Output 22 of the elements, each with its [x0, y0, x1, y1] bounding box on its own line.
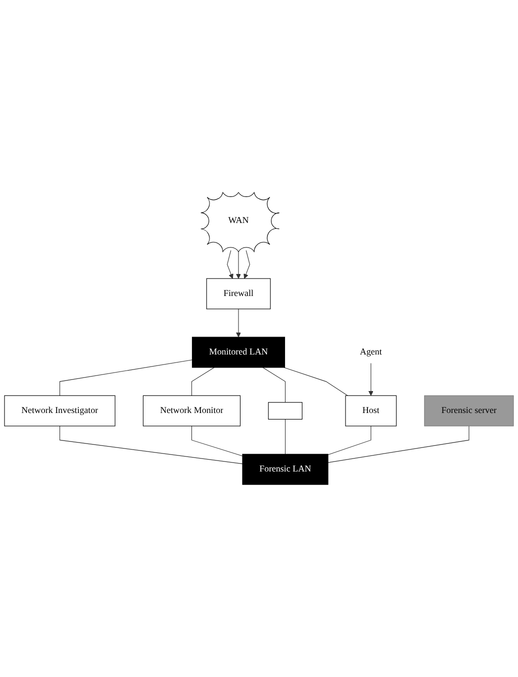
- node-box: Network Investigator: [4, 395, 116, 426]
- node-box: Network Monitor: [142, 395, 241, 426]
- connector: [191, 426, 243, 456]
- connector: [284, 418, 286, 454]
- connector: [328, 426, 372, 455]
- node-box: Monitored LAN: [192, 336, 286, 368]
- arrow: [368, 362, 374, 396]
- arrow: [244, 250, 250, 279]
- node-box: Firewall: [206, 278, 271, 310]
- connector: [284, 367, 348, 396]
- connector: [328, 426, 470, 463]
- arrow: [236, 250, 241, 279]
- node-box: [268, 402, 302, 420]
- connector: [60, 360, 192, 396]
- node-box: Forensic LAN: [242, 454, 328, 485]
- arrow: [226, 250, 234, 279]
- node-box: Forensic server: [424, 395, 514, 426]
- arrow: [236, 308, 241, 338]
- node-box: Host: [345, 395, 397, 426]
- connector: [60, 426, 243, 464]
- node-text: Agent: [360, 347, 382, 357]
- connector: [191, 367, 214, 396]
